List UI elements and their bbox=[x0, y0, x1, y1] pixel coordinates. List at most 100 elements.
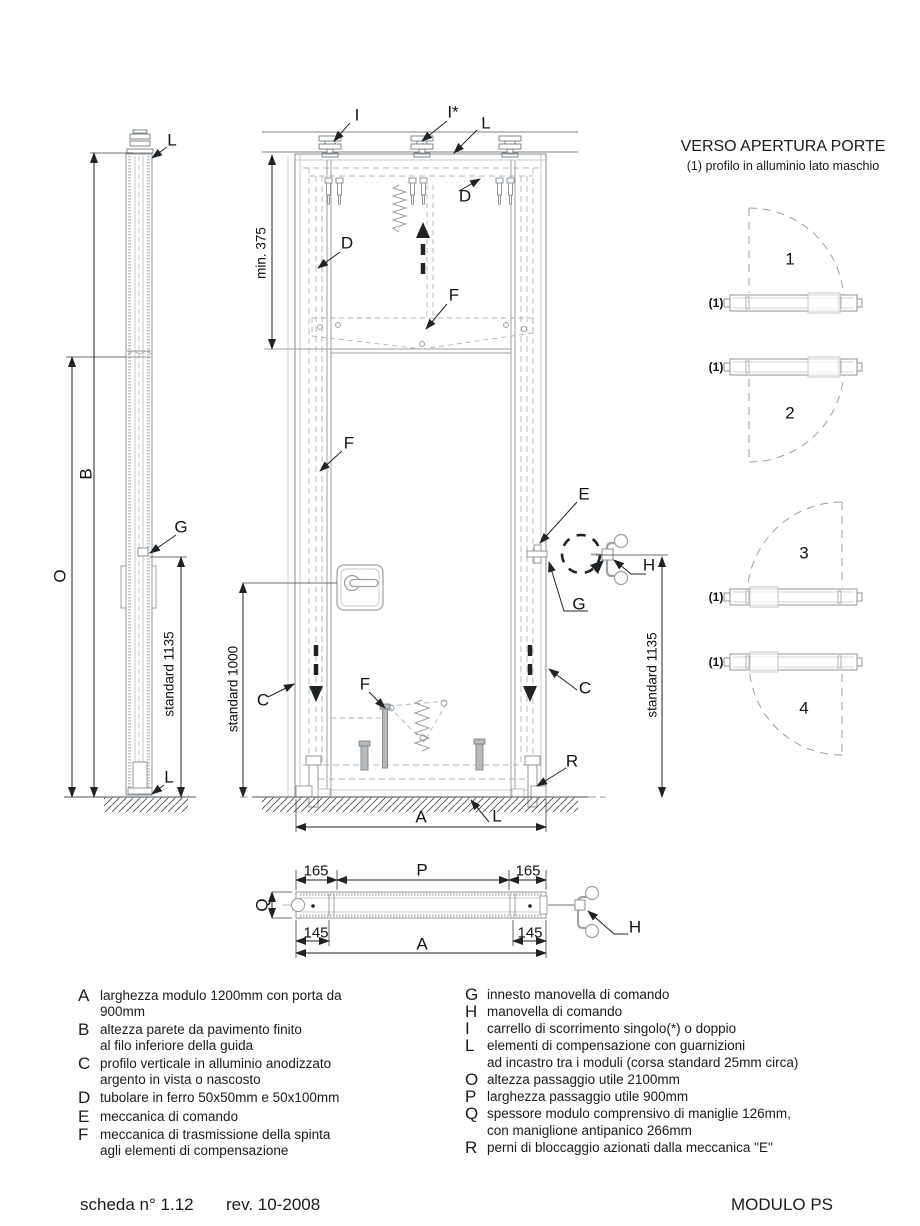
opening-diagram-1 bbox=[723, 207, 863, 314]
label-l-side-bottom: L bbox=[164, 767, 174, 787]
legend-item-h: H manovella di comando bbox=[465, 1003, 798, 1020]
legend-key: C bbox=[78, 1054, 91, 1073]
label-e-mechanism: E bbox=[578, 484, 590, 504]
legend-key: D bbox=[78, 1088, 91, 1107]
label-d-right: D bbox=[458, 186, 472, 206]
dim-standard-1135-main: standard 1135 bbox=[644, 632, 660, 718]
legend-line: manovella di comando bbox=[487, 1004, 623, 1019]
legend-item-g: G innesto manovella di comando bbox=[465, 986, 798, 1003]
side-section-view bbox=[64, 129, 196, 813]
profile-tag-3: (1) bbox=[708, 590, 724, 604]
dim-standard-1135-side: standard 1135 bbox=[161, 631, 177, 717]
profile-tag-1: (1) bbox=[708, 296, 724, 310]
legend-line: larghezza modulo 1200mm con porta da bbox=[100, 988, 342, 1003]
legend-line: elementi di compensazione con guarnizion… bbox=[487, 1038, 746, 1053]
front-elevation-view bbox=[239, 120, 668, 832]
profile-tag-4: (1) bbox=[708, 655, 724, 669]
legend-line: tubolare in ferro 50x50mm e 50x100mm bbox=[100, 1090, 340, 1105]
horizontal-section-view bbox=[268, 870, 628, 958]
label-o-side: O bbox=[50, 569, 70, 583]
legend-right-column: G innesto manovella di comando H manovel… bbox=[465, 986, 798, 1156]
legend-line: altezza passaggio utile 2100mm bbox=[487, 1072, 680, 1087]
diagram-number-1: 1 bbox=[785, 249, 795, 269]
diagram-number-2: 2 bbox=[785, 403, 795, 423]
legend-line: carrello di scorrimento singolo(*) o dop… bbox=[487, 1021, 737, 1036]
diagram-number-4: 4 bbox=[799, 698, 809, 718]
page-subtitle: (1) profilo in alluminio lato maschio bbox=[686, 159, 880, 173]
module-name: MODULO PS bbox=[731, 1195, 834, 1214]
legend-line: profilo verticale in alluminio anodizzat… bbox=[100, 1056, 332, 1071]
dim-165-left: 165 bbox=[303, 862, 329, 880]
label-i-star-carriage: I* bbox=[447, 102, 459, 122]
legend-key: H bbox=[465, 1002, 478, 1021]
sheet-revision: rev. 10-2008 bbox=[226, 1195, 321, 1214]
legend-item-r: R perni di bloccaggio azionati dalla mec… bbox=[465, 1139, 798, 1156]
label-d-left: D bbox=[340, 233, 354, 253]
legend-line: perni di bloccaggio azionati dalla mecca… bbox=[487, 1140, 773, 1155]
page-title: VERSO APERTURA PORTE bbox=[680, 138, 886, 155]
trolley-single bbox=[318, 135, 342, 158]
legend-key: R bbox=[465, 1138, 478, 1157]
label-l-side-top: L bbox=[167, 130, 177, 150]
diagram-number-3: 3 bbox=[799, 543, 809, 563]
label-f-top: F bbox=[448, 285, 460, 305]
legend-line: meccanica di trasmissione della spinta bbox=[100, 1127, 331, 1142]
opening-diagram-2 bbox=[723, 356, 863, 463]
legend-key: P bbox=[465, 1087, 477, 1106]
label-h-plan: H bbox=[628, 917, 642, 937]
label-g-side: G bbox=[174, 517, 188, 537]
top-brackets bbox=[324, 177, 515, 205]
legend-key: A bbox=[78, 986, 90, 1005]
legend-key: O bbox=[465, 1070, 479, 1089]
trolley-right bbox=[498, 135, 522, 158]
legend-item-o: O altezza passaggio utile 2100mm bbox=[465, 1071, 798, 1088]
legend-line: ad incastro tra i moduli (corsa standard… bbox=[487, 1055, 799, 1070]
dim-standard-1000: standard 1000 bbox=[225, 645, 241, 733]
dim-min-375: min. 375 bbox=[253, 227, 269, 279]
opening-diagram-3 bbox=[723, 501, 863, 608]
legend-line: con maniglione antipanico 266mm bbox=[487, 1123, 692, 1138]
legend-key: E bbox=[78, 1106, 90, 1126]
legend-item-c: C profilo verticale in alluminio anodizz… bbox=[78, 1054, 342, 1087]
label-f-mid: F bbox=[343, 433, 355, 453]
legend-line: altezza parete da pavimento finito bbox=[100, 1022, 302, 1037]
sheet-number: scheda n° 1.12 bbox=[80, 1195, 194, 1214]
legend-item-f: F meccanica di trasmissione della spinta… bbox=[78, 1125, 342, 1158]
label-h-crank: H bbox=[642, 555, 656, 575]
legend-item-d: D tubolare in ferro 50x50mm e 50x100mm bbox=[78, 1088, 342, 1107]
dim-145-right: 145 bbox=[517, 924, 543, 942]
legend-key: L bbox=[465, 1036, 475, 1055]
legend-line: al filo inferiore della guida bbox=[100, 1037, 254, 1053]
legend-line: innesto manovella di comando bbox=[487, 987, 670, 1002]
label-r-pin: R bbox=[565, 751, 579, 771]
label-i-carriage: I bbox=[354, 105, 360, 125]
dim-165-right: 165 bbox=[515, 862, 541, 880]
label-a-plan: A bbox=[416, 934, 428, 954]
legend-key: I bbox=[465, 1019, 470, 1038]
legend-item-l: L elementi di compensazione con guarnizi… bbox=[465, 1037, 798, 1071]
label-c-right: C bbox=[578, 678, 592, 698]
legend-line: 900mm bbox=[100, 1003, 146, 1019]
legend-key: F bbox=[78, 1125, 89, 1144]
legend-item-q: Q spessore modulo comprensivo di manigli… bbox=[465, 1105, 798, 1139]
opening-diagram-4 bbox=[723, 651, 863, 757]
door-opening-diagrams bbox=[723, 207, 863, 757]
label-a-width: A bbox=[415, 807, 427, 827]
label-q-thickness: Q bbox=[252, 898, 272, 912]
legend-item-p: P larghezza passaggio utile 900mm bbox=[465, 1088, 798, 1105]
label-g-socket: G bbox=[572, 594, 586, 614]
profile-tag-2: (1) bbox=[708, 360, 724, 374]
legend-item-e: E meccanica di comando bbox=[78, 1106, 342, 1126]
legend-key: G bbox=[465, 985, 479, 1004]
dim-145-left: 145 bbox=[303, 924, 329, 942]
legend-line: larghezza passaggio utile 900mm bbox=[487, 1089, 689, 1104]
legend-line: agli elementi di compensazione bbox=[100, 1142, 289, 1158]
legend-line: meccanica di comando bbox=[100, 1108, 239, 1124]
label-l-top: L bbox=[481, 113, 491, 133]
label-c-left: C bbox=[256, 690, 270, 710]
